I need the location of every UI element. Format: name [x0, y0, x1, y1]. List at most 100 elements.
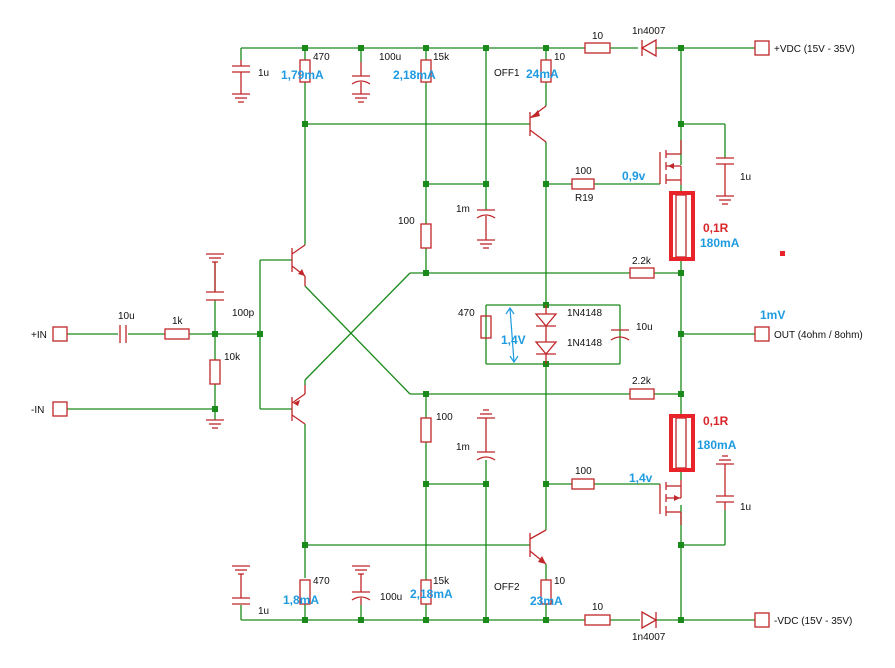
label-r100-mid-top: 100 [398, 216, 415, 227]
annot-i-10-bot: 23mA [530, 594, 563, 608]
annot-r-sense-top: 0,1R [703, 221, 729, 235]
port-out [754, 326, 770, 342]
capacitor-1u-bot-right [716, 455, 734, 510]
label-1n4007-top: 1n4007 [632, 26, 666, 37]
label-r470-top: 470 [313, 52, 330, 63]
diode-1n4007-bot [641, 610, 658, 630]
label-c1u-bot-right: 1u [740, 502, 751, 513]
label-vdc-neg: -VDC (15V - 35V) [774, 616, 852, 627]
label-r10-top-supply: 10 [592, 31, 604, 42]
label-1n4148-a: 1N4148 [567, 308, 602, 319]
label-c10u-in: 10u [118, 311, 135, 322]
capacitor-1u-bot-left [232, 565, 250, 605]
sense-resistors [669, 191, 785, 472]
resistor-470-top [299, 59, 311, 83]
label-r10-top-e: 10 [554, 52, 566, 63]
resistors [164, 42, 655, 626]
annot-v-bias: 1,4V [501, 333, 526, 347]
label-r19: R19 [575, 193, 594, 204]
label-c1u-top-right: 1u [740, 172, 751, 183]
sense-resistor-bot-highlight [669, 414, 695, 472]
port-in-pos [52, 326, 68, 342]
resistor-470-bot [299, 579, 311, 605]
capacitor-100p [206, 253, 224, 301]
label-r15k-bot: 15k [433, 576, 450, 587]
resistor-1k-input [164, 328, 190, 340]
ports [52, 40, 770, 628]
capacitor-1m-bot [476, 409, 496, 461]
label-r1k-in: 1k [172, 316, 184, 327]
diode-1n4007-top [640, 38, 657, 58]
label-r10-bot-supply: 10 [592, 602, 604, 613]
label-in-neg: -IN [31, 405, 44, 416]
label-out: OUT (4ohm / 8ohm) [774, 330, 863, 341]
resistor-r19 [571, 178, 595, 190]
label-1n4007-bot: 1n4007 [632, 632, 666, 643]
resistor-10-top-supply [584, 42, 611, 54]
resistor-10-bot-supply [584, 614, 611, 626]
junction-nodes [212, 45, 684, 623]
capacitor-10u-input [119, 325, 127, 343]
label-off2: OFF2 [494, 582, 520, 593]
marker-dot [780, 251, 785, 256]
mosfet-bottom [659, 480, 682, 525]
bias-voltage-arrow [505, 306, 519, 364]
transistor-input-lower [291, 385, 306, 425]
label-c1u-bot-left: 1u [258, 606, 269, 617]
transistor-top-driver [529, 105, 547, 143]
annot-i-470-top: 1,79mA [281, 68, 324, 82]
label-r100-gate-bot: 100 [575, 466, 592, 477]
label-r19-value: 100 [575, 166, 592, 177]
capacitor-100u-top [351, 62, 371, 103]
resistor-470-bias [480, 315, 492, 339]
resistor-15k-top [420, 59, 432, 83]
diode-1n4148-a [534, 305, 558, 328]
label-c1m-bot: 1m [456, 442, 470, 453]
ground-input [206, 419, 224, 429]
label-in-pos: +IN [31, 330, 47, 341]
label-c100u-top: 100u [379, 52, 401, 63]
annot-v-gate-bot: 1,4v [629, 471, 653, 485]
label-r15k-top: 15k [433, 52, 450, 63]
resistor-2k2-bot [629, 388, 655, 400]
label-r470-bias: 470 [458, 308, 475, 319]
label-c10u-bias: 10u [636, 322, 653, 333]
label-c1u-top-left: 1u [258, 68, 269, 79]
transistor-bot-driver [529, 529, 547, 565]
wires [67, 47, 755, 621]
resistor-100-gate-bot [571, 478, 595, 490]
resistor-10-top-emitter [540, 59, 552, 83]
annot-i-15k-bot: 2,18mA [410, 587, 453, 601]
capacitor-1u-top-right [716, 157, 734, 205]
mosfet-top [659, 140, 682, 185]
label-c100u-bot: 100u [380, 592, 402, 603]
label-r470-bot: 470 [313, 576, 330, 587]
capacitor-100u-bot [351, 565, 371, 605]
annot-i-10-top: 24mA [526, 67, 559, 81]
resistor-15k-bot [420, 579, 432, 605]
label-r2k2-bot: 2.2k [632, 376, 652, 387]
label-r100-mid-bot: 100 [436, 412, 453, 423]
resistor-10k [209, 359, 221, 385]
label-1n4148-b: 1N4148 [567, 338, 602, 349]
transistor-input-upper [291, 244, 306, 286]
port-vdc-neg [754, 612, 770, 628]
sense-resistor-top-highlight [669, 191, 695, 261]
label-c100p: 100p [232, 308, 255, 319]
annot-i-sense-top: 180mA [700, 236, 740, 250]
annot-r-sense-bot: 0,1R [703, 414, 729, 428]
capacitor-1u-top-left [232, 60, 250, 103]
label-vdc-pos: +VDC (15V - 35V) [774, 44, 855, 55]
diode-1n4148-b [534, 326, 558, 364]
port-in-neg [52, 401, 68, 417]
label-r10-bot-e: 10 [554, 576, 566, 587]
resistor-2k2-top [629, 267, 655, 279]
resistor-100-mid-bot [420, 417, 432, 443]
capacitors [119, 60, 734, 605]
capacitor-1m-top [476, 209, 496, 249]
diodes [534, 38, 658, 630]
label-r2k2-top: 2.2k [632, 256, 652, 267]
transistors [291, 105, 682, 565]
annot-i-sense-bot: 180mA [697, 438, 737, 452]
